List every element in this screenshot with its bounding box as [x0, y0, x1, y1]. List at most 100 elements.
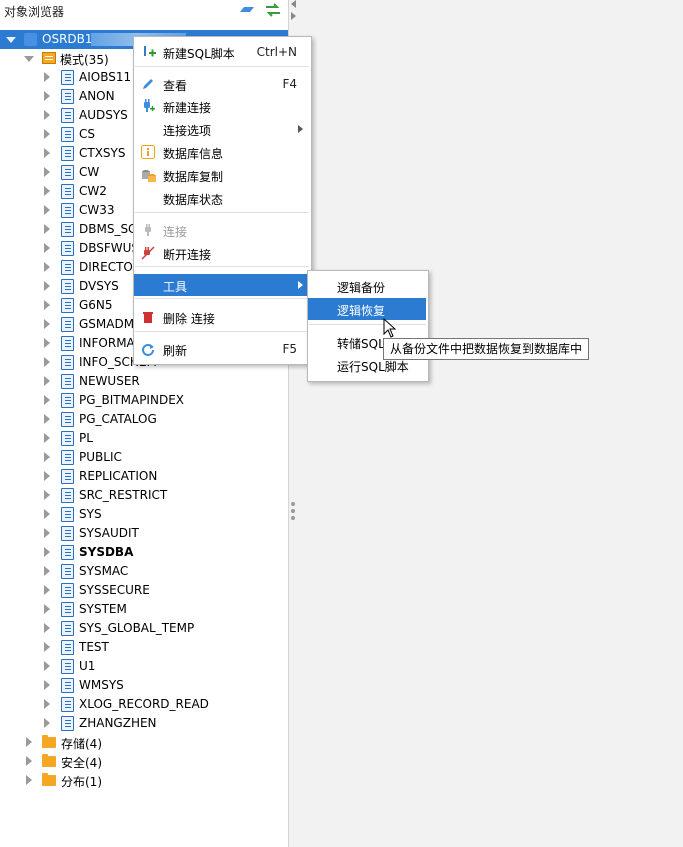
tree-node-schema[interactable]: DVSYS: [0, 277, 288, 296]
tree-node-schema[interactable]: DBSFWUS: [0, 239, 288, 258]
context-menu-item[interactable]: 数据库信息: [134, 141, 309, 163]
context-menu-item[interactable]: 数据库复制: [134, 164, 309, 186]
context-menu-item[interactable]: 连接: [134, 219, 309, 241]
context-menu-item[interactable]: 数据库状态: [134, 187, 309, 209]
expand-toggle-icon[interactable]: [44, 262, 50, 272]
expand-toggle-icon[interactable]: [44, 623, 50, 633]
expand-toggle-icon[interactable]: [44, 509, 50, 519]
tree-node-schema[interactable]: AUDSYS: [0, 106, 288, 125]
expand-toggle-icon[interactable]: [44, 186, 50, 196]
expand-toggle-icon[interactable]: [26, 756, 32, 766]
expand-toggle-icon[interactable]: [44, 452, 50, 462]
expand-toggle-icon[interactable]: [44, 338, 50, 348]
expand-toggle-icon[interactable]: [44, 490, 50, 500]
collapse-all-icon[interactable]: [239, 6, 255, 14]
tree-node-schema[interactable]: SYSDBA: [0, 543, 288, 562]
expand-toggle-icon[interactable]: [26, 775, 32, 785]
tree-node-folder[interactable]: 分布(1): [0, 771, 288, 790]
expand-toggle-icon[interactable]: [44, 718, 50, 728]
expand-toggle-icon[interactable]: [44, 148, 50, 158]
tree-node-schema[interactable]: WMSYS: [0, 676, 288, 695]
expand-toggle-icon[interactable]: [44, 319, 50, 329]
expand-toggle-icon[interactable]: [44, 433, 50, 443]
tree-node-schema[interactable]: SYS: [0, 505, 288, 524]
context-menu-item[interactable]: 工具: [134, 274, 309, 296]
tree-node-schema[interactable]: CW33: [0, 201, 288, 220]
expand-toggle-icon[interactable]: [26, 737, 32, 747]
tree-node-schema[interactable]: SYSAUDIT: [0, 524, 288, 543]
tools-submenu-item[interactable]: 逻辑备份: [308, 275, 426, 297]
expand-toggle-icon[interactable]: [44, 547, 50, 557]
tree-node-schema[interactable]: ANON: [0, 87, 288, 106]
expand-toggle-icon[interactable]: [44, 414, 50, 424]
expand-toggle-icon[interactable]: [44, 661, 50, 671]
tools-submenu-item[interactable]: 逻辑恢复: [308, 298, 426, 320]
tree-node-schema[interactable]: SYS_GLOBAL_TEMP: [0, 619, 288, 638]
expand-toggle-icon[interactable]: [44, 566, 50, 576]
expand-toggle-icon[interactable]: [44, 167, 50, 177]
tree-node-schema[interactable]: DBMS_SC: [0, 220, 288, 239]
expand-toggle-icon[interactable]: [24, 56, 34, 62]
expand-toggle-icon[interactable]: [44, 300, 50, 310]
tree-node-schema[interactable]: XLOG_RECORD_READ: [0, 695, 288, 714]
tree-node-schema[interactable]: INFORMA: [0, 334, 288, 353]
scroll-right-arrow-icon[interactable]: [291, 12, 296, 20]
expand-toggle-icon[interactable]: [44, 699, 50, 709]
expand-toggle-icon[interactable]: [44, 471, 50, 481]
expand-toggle-icon[interactable]: [44, 281, 50, 291]
tree-node-schema[interactable]: CW: [0, 163, 288, 182]
expand-toggle-icon[interactable]: [44, 72, 50, 82]
tree-node-schema[interactable]: GSMADM: [0, 315, 288, 334]
tree-node-schema[interactable]: ZHANGZHEN: [0, 714, 288, 733]
expand-toggle-icon[interactable]: [44, 357, 50, 367]
tree-node-schema[interactable]: PG_CATALOG: [0, 410, 288, 429]
tree-node-schema[interactable]: DIRECTO: [0, 258, 288, 277]
expand-toggle-icon[interactable]: [44, 642, 50, 652]
tree-node-schema[interactable]: PUBLIC: [0, 448, 288, 467]
tree-node-schema[interactable]: TEST: [0, 638, 288, 657]
context-menu-item[interactable]: 删除 连接: [134, 306, 309, 328]
expand-toggle-icon[interactable]: [44, 680, 50, 690]
expand-toggle-icon[interactable]: [6, 37, 16, 43]
context-menu-item[interactable]: 新建连接: [134, 95, 309, 117]
context-menu-item[interactable]: 断开连接: [134, 242, 309, 264]
expand-toggle-icon[interactable]: [44, 205, 50, 215]
tree-node-schema[interactable]: SYSTEM: [0, 600, 288, 619]
tree-node-folder[interactable]: 安全(4): [0, 752, 288, 771]
expand-toggle-icon[interactable]: [44, 91, 50, 101]
tree-node-schema[interactable]: U1: [0, 657, 288, 676]
tree-node-schema[interactable]: NEWUSER: [0, 372, 288, 391]
expand-toggle-icon[interactable]: [44, 243, 50, 253]
context-menu-item[interactable]: 连接选项: [134, 118, 309, 140]
tree-node-schema[interactable]: G6N5: [0, 296, 288, 315]
tree-node-schema[interactable]: PL: [0, 429, 288, 448]
link-editor-icon[interactable]: [264, 3, 282, 17]
schema-icon: [61, 697, 74, 712]
tree-node-schema[interactable]: CTXSYS: [0, 144, 288, 163]
expand-toggle-icon[interactable]: [44, 129, 50, 139]
tools-submenu-item[interactable]: 运行SQL脚本: [308, 354, 426, 376]
tree-node-schemas[interactable]: 模式(35): [0, 49, 288, 68]
scroll-left-arrow-icon[interactable]: [291, 0, 296, 8]
tree-node-folder[interactable]: 存储(4): [0, 733, 288, 752]
tree-node-schema[interactable]: CS: [0, 125, 288, 144]
expand-toggle-icon[interactable]: [44, 585, 50, 595]
expand-toggle-icon[interactable]: [44, 395, 50, 405]
expand-toggle-icon[interactable]: [44, 224, 50, 234]
expand-toggle-icon[interactable]: [44, 376, 50, 386]
expand-toggle-icon[interactable]: [44, 110, 50, 120]
splitter-handle[interactable]: [290, 500, 296, 522]
tools-submenu-item[interactable]: 转储SQL: [308, 331, 426, 353]
tree-node-schema[interactable]: CW2: [0, 182, 288, 201]
tree-node-schema[interactable]: SYSMAC: [0, 562, 288, 581]
tree-node-schema[interactable]: SYSSECURE: [0, 581, 288, 600]
expand-toggle-icon[interactable]: [44, 604, 50, 614]
expand-toggle-icon[interactable]: [44, 528, 50, 538]
tree-node-schema[interactable]: REPLICATION: [0, 467, 288, 486]
tree-node-schema[interactable]: SRC_RESTRICT: [0, 486, 288, 505]
tree-node-schema[interactable]: PG_BITMAPINDEX: [0, 391, 288, 410]
tree-node-schema[interactable]: AIOBS11: [0, 68, 288, 87]
